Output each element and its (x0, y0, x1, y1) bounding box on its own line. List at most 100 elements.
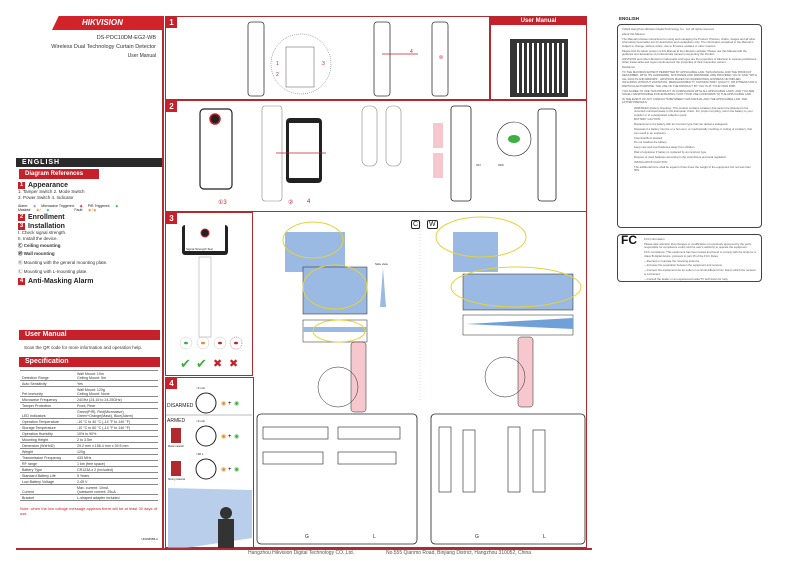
plate-l-icon: L (373, 534, 376, 540)
model-number: DS-PDC10DM-EG2-WB (96, 35, 156, 41)
spec-row: Storage Temperature-10 °C to 60 °C (-14 … (20, 424, 158, 431)
panel-enrollment: 2 ①3 ② 4 ON OFF (165, 100, 587, 212)
low-voltage-note: Note: when the low voltage message appea… (20, 506, 157, 516)
user-manual-qr-panel: User Manual (490, 16, 587, 100)
spec-label: Dimension (WxHxD) (20, 442, 75, 449)
legal-paragraph: Replacement of a battery with an incorre… (634, 122, 729, 127)
spec-row: Operation Temperature-10 °C to 40 °C (-1… (20, 418, 158, 425)
user-manual-header: User Manual (19, 330, 160, 340)
signal-test-button: Signal Strength Test (186, 247, 213, 251)
spec-value: 29.2 mm x 156.4 mm x 39.5 mm (75, 442, 158, 449)
legal-paragraph: Please find the latest version of this M… (622, 48, 747, 56)
time-label: <3 min (196, 419, 206, 423)
svg-text:+: + (228, 467, 232, 473)
side-view-label: Side view (375, 262, 388, 266)
legal-paragraph: Risk of explosion if battery is replaced… (634, 150, 707, 155)
spec-label: Standard Battery Life (20, 472, 75, 479)
legal-paragraph: —Connect the equipment into an outlet on… (644, 268, 756, 276)
legal-paragraph: TO THE MAXIMUM EXTENT PERMITTED BY APPLI… (622, 70, 757, 88)
spec-value: 24GHz (24.15 to 24.25GHz) (75, 396, 158, 403)
spec-value: 10% to 90% (75, 430, 158, 437)
mount-wall: Ⓦ Wall mounting (18, 251, 55, 256)
svg-text:✔: ✔ (180, 356, 191, 371)
legal-paragraph: Chemical Burn Hazard (634, 135, 663, 140)
spec-label: Pet Immunity (20, 386, 75, 397)
spec-value: 2.45 V (75, 478, 158, 485)
svg-text:+: + (228, 401, 232, 407)
language-header: ENGLISH (16, 158, 162, 167)
svg-text:◉: ◉ (234, 467, 239, 473)
step-label: ①3 (218, 200, 227, 206)
time-label: <30 s (196, 452, 204, 456)
callout-3: 3 (322, 61, 325, 67)
panel-appearance: 1 1 2 3 4 (165, 16, 490, 100)
time-label: <3 min (196, 386, 206, 390)
spec-label: Storage Temperature (20, 424, 75, 431)
user-manual-text: Scan the QR code for more information an… (24, 345, 143, 350)
armed-label: ARMED (167, 418, 186, 424)
switch-on: ON (476, 163, 481, 167)
switch-off: OFF (498, 163, 504, 167)
anti-masking-diagram: ◉+◉ ◉+◉ ◉+◉ (166, 392, 252, 549)
spec-label: LED Indicators (20, 408, 75, 419)
spec-value: Front, Rear (75, 402, 158, 409)
legal-paragraph: —Reorient or relocate the receiving ante… (644, 258, 700, 263)
legal-paragraph: Do not swallow the battery. (634, 140, 668, 145)
legal-paragraph: HIKVISION and other Hikvision's trademar… (622, 56, 757, 65)
spec-label: Mounting Height (20, 436, 75, 443)
spec-label: Battery Type (20, 466, 75, 473)
detection-zone-diagrams (256, 216, 586, 545)
legal-paragraph: Dispose of used batteries according to t… (634, 155, 727, 160)
legal-paragraph: Keep new and used batteries away from ch… (634, 145, 696, 150)
led-legend-2: Masked:◉+◉ Fault:◉+◉ (18, 208, 97, 212)
panel-number: 3 (166, 213, 177, 224)
plate-l-icon: L (543, 534, 546, 540)
appearance-line: 1. Tamper Switch 2. Mode Switch (18, 189, 85, 194)
specification-header: Specification (19, 357, 160, 367)
spec-label: Detection Range (20, 370, 75, 381)
battery-caution-text: 2006/66/EC (battery directive): This pro… (622, 105, 757, 173)
plate-g-icon: G (475, 534, 479, 540)
appearance-diagram (247, 21, 449, 97)
footer-address: No.555 Qianmo Road, Binjiang District, H… (386, 550, 532, 556)
legal-paragraph: IN THE EVENT OF ANY CONFLICTS BETWEEN TH… (622, 96, 748, 105)
qr-title: User Manual (491, 17, 586, 25)
svg-text:✔: ✔ (196, 356, 207, 371)
legal-paragraph: Disclaimer (622, 65, 636, 70)
legal-paragraph: About this Manual (622, 31, 645, 36)
spec-label: Operation Humidity (20, 430, 75, 437)
mask-material-label: Mask material (168, 445, 184, 448)
enrollment-diagram (199, 105, 557, 202)
spec-label: Current (20, 484, 75, 495)
legal-paragraph: INSTALLATION CAUTION: (634, 160, 668, 165)
step-label: ② (288, 200, 294, 206)
appearance-line: 3. Power Switch 4. Indicator (18, 195, 74, 200)
panel-installation-zones: C W Side view G L G L (253, 212, 587, 548)
legal-paragraph: The Manual includes instructions for usi… (622, 36, 756, 48)
hikvision-logo: HIKVISION (52, 16, 164, 30)
qr-code[interactable] (509, 39, 568, 97)
spec-value: 2 to 3.5m (75, 436, 158, 443)
spec-value: -10 °C to 40 °C (-14 °F to 140 °F) (75, 418, 158, 425)
legal-paragraph: 2006/66/EC (battery directive): This pro… (634, 105, 753, 117)
legal-paragraph: BATTERY CAUTION: (634, 117, 661, 122)
spec-label: Auto Sensitivity (20, 380, 75, 387)
spec-value: 5 Years (75, 472, 158, 479)
spec-value: 1 km (free space) (75, 460, 158, 467)
spec-value: Green(PIR), Red(Microwave), Green+Orange… (75, 408, 158, 419)
disarmed-label: DISARMED (167, 403, 194, 409)
svg-text:+: + (228, 434, 232, 440)
